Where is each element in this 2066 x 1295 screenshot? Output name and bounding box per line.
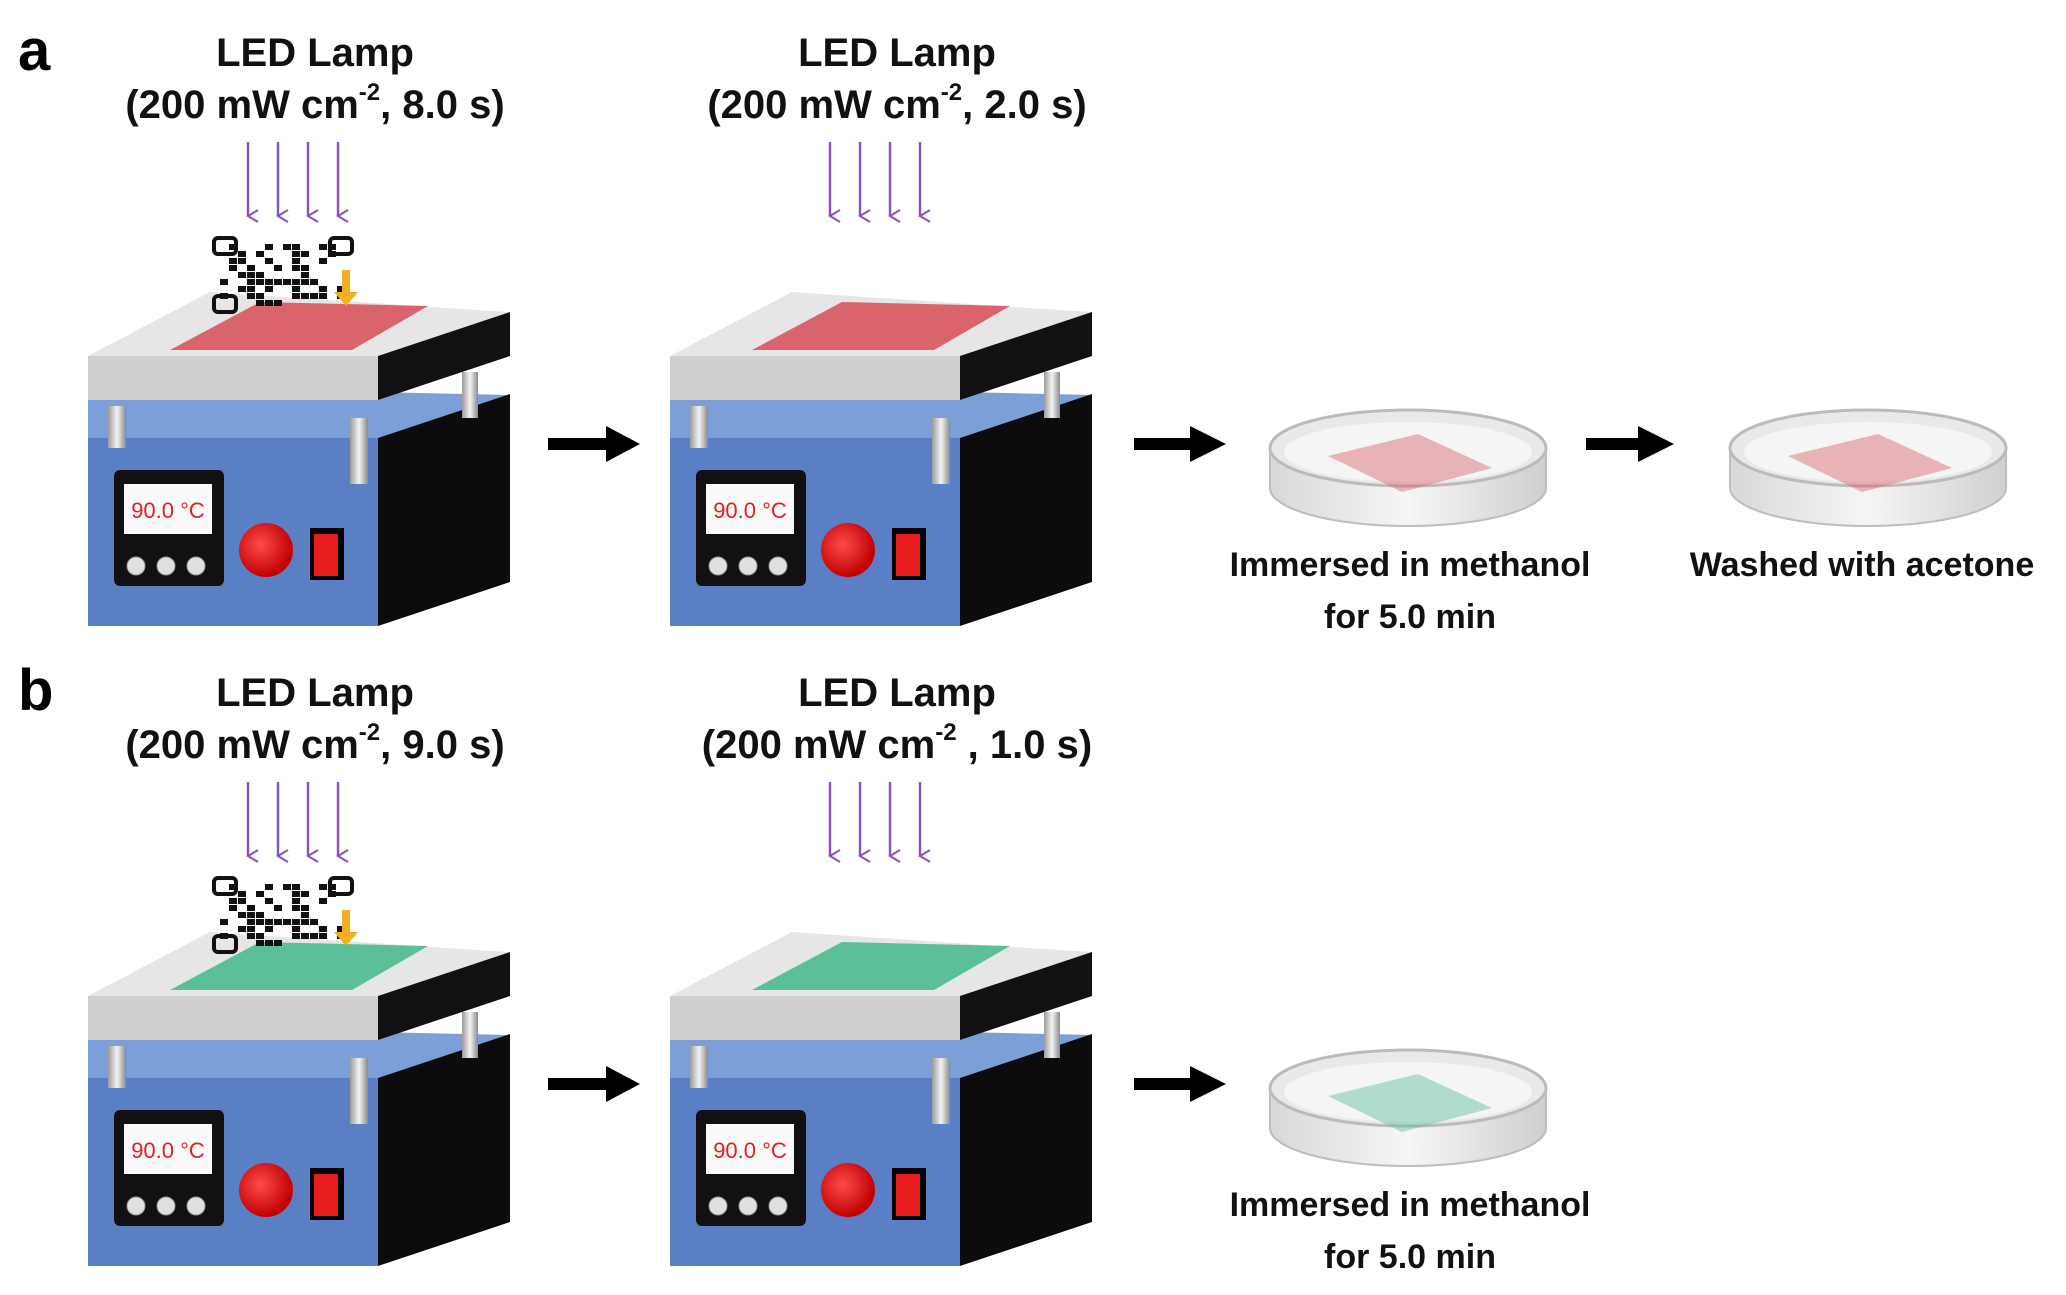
polymer-film <box>752 302 1010 350</box>
heater-a1: 90.0 °C <box>88 142 510 626</box>
uv-light-arrows <box>828 142 931 223</box>
svg-text:LED Lamp: LED Lamp <box>798 31 996 75</box>
petri-dish-b1 <box>1268 1048 1548 1167</box>
immersed-film <box>1328 1074 1492 1132</box>
support-pillars <box>108 372 478 484</box>
flow-arrow-a2 <box>1134 426 1226 462</box>
dish-label-b1-line2: for 5.0 min <box>1324 1238 1496 1276</box>
svg-text:LED Lamp: LED Lamp <box>216 31 414 75</box>
temperature-readout: 90.0 °C <box>713 1138 787 1163</box>
panel-letter-a: a <box>18 18 51 83</box>
panel-letter-b: b <box>18 658 53 723</box>
support-pillars <box>108 1012 478 1124</box>
dish-label-a2-line1: Washed with acetone <box>1690 546 2034 584</box>
temperature-readout: 90.0 °C <box>131 498 205 523</box>
qr-code-mask <box>212 876 354 954</box>
lamp-label-b1: LED Lamp (200 mW cm-2, 9.0 s) <box>125 671 504 767</box>
flow-arrow-a3 <box>1586 426 1674 462</box>
qr-code-mask <box>212 236 354 314</box>
mask-down-arrow <box>334 270 358 306</box>
svg-text:LED Lamp: LED Lamp <box>216 671 414 715</box>
heat-knob <box>821 523 875 577</box>
svg-text:(200 mW cm-2, 2.0 s): (200 mW cm-2, 2.0 s) <box>707 79 1086 127</box>
heater-a2: 90.0 °C <box>670 142 1092 626</box>
power-switch <box>892 1168 926 1220</box>
petri-dish-a1 <box>1268 408 1548 527</box>
dish-label-a1-line2: for 5.0 min <box>1324 598 1496 636</box>
support-pillars <box>690 1012 1060 1124</box>
dish-label-a1-line1: Immersed in methanol <box>1230 546 1591 584</box>
svg-text:(200 mW cm-2, 9.0 s): (200 mW cm-2, 9.0 s) <box>125 719 504 767</box>
temperature-display: 90.0 °C <box>114 470 224 586</box>
polymer-film <box>170 942 428 990</box>
svg-text:(200 mW cm-2 , 1.0 s): (200 mW cm-2 , 1.0 s) <box>702 719 1092 767</box>
svg-text:LED Lamp: LED Lamp <box>798 671 996 715</box>
mask-down-arrow <box>334 910 358 946</box>
flow-arrow-b1 <box>548 1066 640 1102</box>
heat-knob <box>821 1163 875 1217</box>
temperature-display: 90.0 °C <box>114 1110 224 1226</box>
flow-arrow-b2 <box>1134 1066 1226 1102</box>
flow-arrow-a1 <box>548 426 640 462</box>
temperature-readout: 90.0 °C <box>713 498 787 523</box>
uv-light-arrows <box>828 782 931 863</box>
lamp-label-b2: LED Lamp (200 mW cm-2 , 1.0 s) <box>702 671 1092 767</box>
heat-knob <box>239 523 293 577</box>
power-switch <box>892 528 926 580</box>
uv-light-arrows <box>246 142 349 223</box>
lamp-label-a2: LED Lamp (200 mW cm-2, 2.0 s) <box>707 31 1086 127</box>
heat-knob <box>239 1163 293 1217</box>
polymer-film <box>170 302 428 350</box>
power-switch <box>310 528 344 580</box>
polymer-film <box>752 942 1010 990</box>
lamp-label-a1: LED Lamp (200 mW cm-2, 8.0 s) <box>125 31 504 127</box>
dish-label-b1-line1: Immersed in methanol <box>1230 1186 1591 1224</box>
heater-b1: 90.0 °C <box>88 782 510 1266</box>
temperature-display: 90.0 °C <box>696 470 806 586</box>
temperature-readout: 90.0 °C <box>131 1138 205 1163</box>
svg-text:(200 mW cm-2, 8.0 s): (200 mW cm-2, 8.0 s) <box>125 79 504 127</box>
power-switch <box>310 1168 344 1220</box>
immersed-film <box>1788 434 1952 492</box>
uv-light-arrows <box>246 782 349 863</box>
heater-b2: 90.0 °C <box>670 782 1092 1266</box>
temperature-display: 90.0 °C <box>696 1110 806 1226</box>
petri-dish-a2 <box>1728 408 2008 527</box>
immersed-film <box>1328 434 1492 492</box>
support-pillars <box>690 372 1060 484</box>
